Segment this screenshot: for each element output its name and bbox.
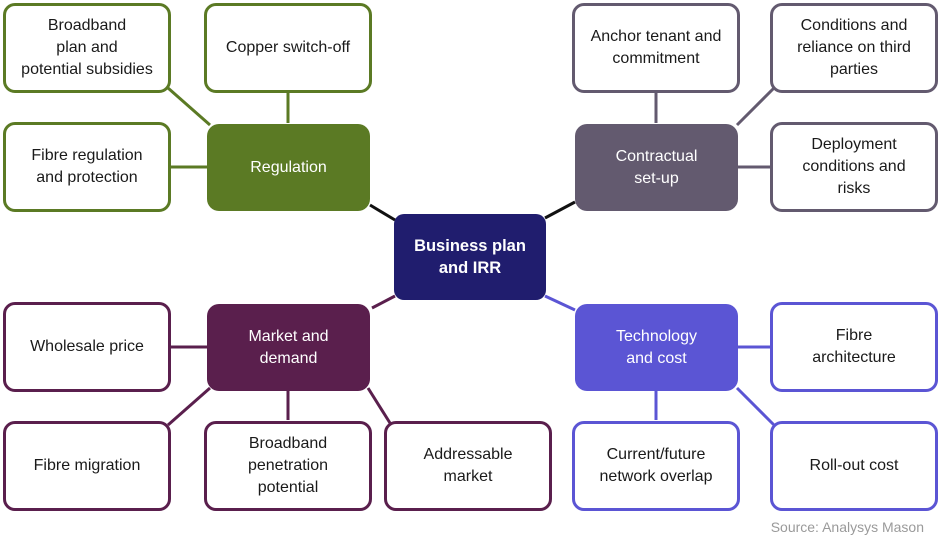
connector-market-migration [167, 386, 211, 427]
contractual-hub-label: Contractual set-up [615, 147, 698, 187]
market-item-wholesale-price: Wholesale price [3, 302, 171, 392]
regulation-hub-label: Regulation [250, 158, 327, 176]
market-hub: Market and demand [207, 304, 370, 391]
contractual-item-label: Deployment conditions and risks [802, 136, 906, 197]
contractual-item-deployment: Deployment conditions and risks [770, 122, 938, 212]
regulation-item-fibre-regulation: Fibre regulation and protection [3, 122, 171, 212]
technology-hub: Technology and cost [575, 304, 738, 391]
regulation-hub: Regulation [207, 124, 370, 211]
contractual-item-conditions: Conditions and reliance on third parties [770, 3, 938, 93]
regulation-item-broadband-plan: Broadband plan and potential subsidies [3, 3, 171, 93]
regulation-item-label: Broadband plan and potential subsidies [21, 17, 153, 78]
market-item-label: Broadband penetration potential [247, 435, 329, 496]
technology-item-overlap: Current/future network overlap [572, 421, 740, 511]
technology-item-label: Current/future network overlap [599, 446, 713, 485]
center-node: Business plan and IRR [394, 214, 546, 300]
connector-center-market [371, 294, 396, 310]
center-label: Business plan and IRR [414, 237, 526, 277]
connector-center-contractual [544, 200, 576, 220]
market-item-penetration: Broadband penetration potential [204, 421, 372, 511]
connector-regulation-broadband-plan [167, 86, 211, 127]
technology-item-label: Fibre architecture [812, 327, 896, 366]
market-item-fibre-migration: Fibre migration [3, 421, 171, 511]
connector-contractual-conditions [735, 86, 776, 127]
market-item-label: Addressable market [423, 446, 513, 485]
technology-hub-label: Technology and cost [616, 327, 697, 367]
market-item-label: Wholesale price [30, 338, 144, 355]
connector-center-regulation [369, 203, 396, 222]
regulation-item-copper-switch-off: Copper switch-off [204, 3, 372, 93]
regulation-item-label: Fibre regulation and protection [31, 147, 143, 186]
technology-item-architecture: Fibre architecture [770, 302, 938, 392]
market-item-addressable: Addressable market [384, 421, 552, 511]
technology-item-rollout-cost: Roll-out cost [770, 421, 938, 511]
technology-item-label: Roll-out cost [809, 457, 899, 474]
contractual-item-anchor-tenant: Anchor tenant and commitment [572, 3, 740, 93]
connector-center-technology [544, 294, 576, 312]
market-hub-label: Market and demand [248, 327, 329, 367]
connector-market-addressable [366, 387, 392, 424]
connector-technology-rollout [735, 386, 776, 427]
market-item-label: Fibre migration [33, 457, 141, 474]
source-note: Source: Analysys Mason [770, 519, 924, 535]
contractual-item-label: Conditions and reliance on third parties [797, 17, 911, 78]
contractual-item-label: Anchor tenant and commitment [590, 28, 722, 67]
contractual-hub: Contractual set-up [575, 124, 738, 211]
regulation-item-label: Copper switch-off [225, 39, 351, 56]
